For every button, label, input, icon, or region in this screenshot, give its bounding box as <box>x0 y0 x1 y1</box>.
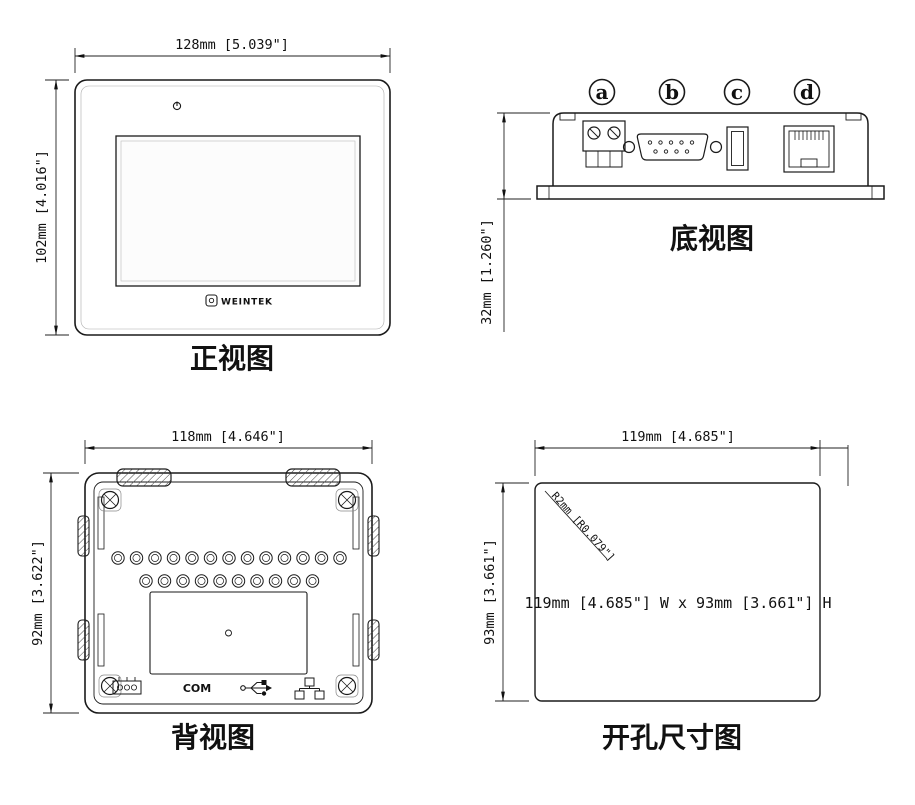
weintek-logo-icon <box>205 294 218 307</box>
rear-view: COM 118mm [4.646"] 92mm [3.622"] 背视图 <box>30 429 380 754</box>
front-width-dim-text: 128mm [5.039"] <box>175 37 289 53</box>
vent-holes-row-2 <box>139 574 320 588</box>
cutout-size-text: 119mm [4.685"] W x 93mm [3.661"] H <box>524 594 831 612</box>
cutout-radius-dim-text: R2mm [R0.079"] <box>549 490 617 564</box>
cutout-rect <box>534 482 821 702</box>
mounting-clip-right-upper <box>367 515 380 557</box>
mounting-clip-left-upper <box>77 515 90 557</box>
cutout-width-dim-text: 119mm [4.685"] <box>621 429 735 445</box>
port-letter-c: c <box>731 80 743 104</box>
rear-height-dim-text: 92mm [3.622"] <box>30 540 46 646</box>
power-led-icon <box>172 101 182 111</box>
bottom-view: a b c d <box>479 78 885 332</box>
rear-label-panel <box>149 591 308 675</box>
vent-holes-row-1 <box>111 551 347 565</box>
port-callout-b: b <box>658 78 686 106</box>
port-letter-b: b <box>665 80 679 104</box>
serial-db9-port <box>622 133 723 161</box>
rear-width-dim-text: 118mm [4.646"] <box>171 429 285 445</box>
front-device <box>74 79 391 336</box>
front-width-dimension <box>74 48 391 73</box>
cutout-view: 119mm [4.685"] 93mm [3.661"] R2mm [R0.07… <box>482 429 849 754</box>
ethernet-icon <box>294 677 325 700</box>
weintek-logo-text: WEINTEK <box>221 298 273 308</box>
port-callout-a: a <box>588 78 616 106</box>
rear-width-dimension <box>84 440 373 464</box>
cutout-width-dimension <box>534 440 849 486</box>
ethernet-port <box>783 125 835 173</box>
power-terminal-icon <box>112 677 142 695</box>
mounting-clip-left-lower <box>77 619 90 661</box>
usb-icon <box>240 680 272 696</box>
port-callout-d: d <box>793 78 821 106</box>
rear-height-dimension <box>43 472 79 714</box>
front-view: WEINTEK 128mm [5.039"] 102mm [4.016"] 正视… <box>34 37 391 375</box>
power-terminal-port <box>582 120 626 168</box>
mounting-clip-right-lower <box>367 619 380 661</box>
rear-view-label: 背视图 <box>171 721 255 754</box>
com-port-label: COM <box>183 682 211 695</box>
cutout-height-dim-text: 93mm [3.661"] <box>482 539 498 645</box>
front-view-label: 正视图 <box>190 342 274 375</box>
port-letter-a: a <box>596 80 609 104</box>
bottom-view-label: 底视图 <box>670 222 754 255</box>
port-letter-d: d <box>800 80 814 104</box>
usb-port <box>726 126 749 171</box>
bottom-height-dimension <box>497 112 550 332</box>
bottom-height-dim-text: 32mm [1.260"] <box>479 219 495 325</box>
mounting-clip-top-right <box>285 468 341 487</box>
rear-device <box>77 468 380 714</box>
port-callout-c: c <box>723 78 751 106</box>
front-height-dimension <box>45 79 69 336</box>
front-height-dim-text: 102mm [4.016"] <box>34 150 50 264</box>
cutout-radius-leader <box>544 490 608 560</box>
mounting-clip-top-left <box>116 468 172 487</box>
front-screen <box>115 135 361 287</box>
cutout-view-label: 开孔尺寸图 <box>602 721 742 754</box>
corner-screws <box>98 488 359 698</box>
cutout-height-dimension <box>495 482 529 702</box>
